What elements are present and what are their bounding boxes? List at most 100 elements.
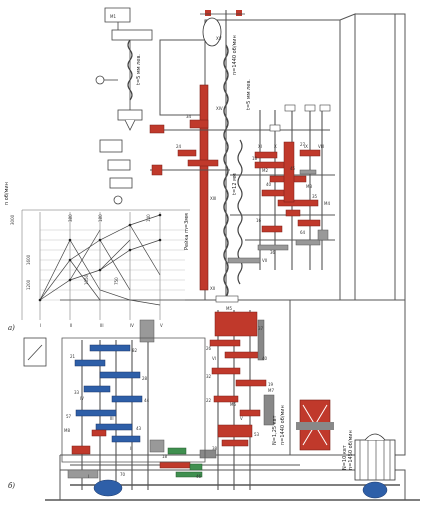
- figure-label-a: а): [8, 324, 15, 332]
- lead-screw-1: [223, 44, 229, 298]
- gear-number: 40: [262, 356, 268, 361]
- clutch-label-2: M2: [262, 168, 268, 173]
- vertical-rack: [199, 84, 209, 291]
- speed-chart-grid: [21, 209, 190, 320]
- graph-roman-4: IV: [130, 323, 134, 328]
- gear-number: 18: [252, 156, 258, 161]
- gear-number: 46: [196, 474, 202, 479]
- handwheel-top: [104, 7, 131, 30]
- label-main-motor-speed: n=1450 об/мин: [348, 430, 354, 470]
- clutch-label-6: M6: [230, 402, 236, 407]
- graph-tick-3: 180: [98, 214, 103, 222]
- speed-gearbox-left-gray: [67, 319, 165, 479]
- spindle-gears: [149, 124, 197, 176]
- label-main-motor-power: N=10 квт: [342, 445, 348, 470]
- gear-number: 34: [186, 114, 192, 119]
- pulley-left: [93, 479, 123, 497]
- gear-number: 24: [176, 144, 182, 149]
- gear-number: 64: [300, 230, 306, 235]
- pulley-right: [362, 481, 388, 499]
- shaft-label-6: X: [274, 144, 277, 149]
- gear-number: 22: [206, 398, 212, 403]
- gear-number: 82: [132, 348, 138, 353]
- gear-number: 53: [254, 432, 260, 437]
- speed-chart-hatching: [40, 229, 185, 301]
- graph-tick-7: 750: [114, 277, 119, 285]
- shaft-label-14: II: [130, 446, 132, 451]
- clutch-label-3: M3: [306, 184, 312, 189]
- lower-speed-gearbox: [209, 311, 267, 447]
- gear-number: 37: [258, 326, 264, 331]
- shaft-label-2: XIV: [216, 106, 223, 111]
- label-rack: Рейка m=3мм: [183, 213, 190, 250]
- gear-number: 43: [136, 426, 142, 431]
- label-feed-motor-power: N=1,25 квт: [272, 415, 278, 445]
- shaft-label-9: VII: [262, 258, 267, 263]
- shaft-label-5: XI: [258, 144, 262, 149]
- shaft-label-3: XIII: [210, 196, 216, 201]
- graph-roman-1: I: [40, 323, 41, 328]
- shaft-label-12: IV: [80, 396, 84, 401]
- speed-gearbox-left: [74, 344, 143, 443]
- graph-tick-5: 1200: [26, 279, 31, 290]
- graph-tick-6: 1050: [84, 274, 89, 285]
- gear-number-group: 27 18 45 40 35 16 64 36 34 24 37 26 40 3…: [66, 114, 318, 479]
- shaft-label-15: I: [88, 474, 89, 479]
- gear-number: 27: [300, 142, 306, 147]
- clutch-label-4: M4: [324, 201, 330, 206]
- gear-number: 28: [142, 376, 148, 381]
- speed-gearbox-frame: [61, 337, 206, 463]
- shaft-label-10: VI: [212, 356, 216, 361]
- gear-number: 44: [144, 398, 150, 403]
- gear-number: 16: [256, 218, 262, 223]
- gear-number: 45: [290, 166, 296, 171]
- graph-tick-8: 140: [146, 214, 151, 222]
- figure-label-b: б): [8, 482, 15, 490]
- rack-and-screws: [127, 30, 243, 298]
- upper-feed-gearbox: [187, 119, 321, 233]
- gear-number: 70: [120, 472, 126, 477]
- gear-number: 57: [66, 414, 72, 419]
- shaft-label-11: V: [240, 416, 243, 421]
- clutch-label-1: M1: [110, 14, 116, 19]
- gear-number: 19: [268, 382, 274, 387]
- graph-tick-1: 3000: [10, 214, 15, 225]
- top-motor: [200, 10, 245, 47]
- gear-number: 38: [212, 446, 218, 451]
- label-feed-motor-speed: n=1440 об/мин: [280, 405, 286, 445]
- gear-number: 21: [70, 354, 76, 359]
- shaft-label-13: III: [110, 416, 114, 421]
- speed-chart-points: [38, 213, 162, 302]
- graph-roman-5: V: [160, 323, 163, 328]
- gear-number: 33: [74, 390, 80, 395]
- label-rapid-side: t=5 мм лев.: [246, 79, 252, 110]
- spindle-head: [95, 29, 153, 205]
- upper-feed-gearbox-gray: [227, 169, 329, 264]
- graph-tick-2: 380: [68, 214, 73, 222]
- feed-motor: [296, 399, 334, 451]
- shaft-label-8: VIII: [318, 144, 324, 149]
- lower-gearbox-gray: [199, 319, 275, 459]
- graph-roman-2: II: [70, 323, 72, 328]
- graph-roman-3: III: [100, 323, 104, 328]
- clutch-label-8: M8: [64, 428, 70, 433]
- label-feed-mid: t=12 мм: [232, 173, 238, 195]
- bearings-upper: [215, 104, 331, 303]
- gear-number: 35: [312, 194, 318, 199]
- gear-number: 40: [266, 182, 272, 187]
- shaft-label-4: XII: [210, 286, 215, 291]
- shaft-label-7: IX: [304, 144, 308, 149]
- horizontal-shafts: [70, 129, 400, 486]
- gear-number: 26: [206, 346, 212, 351]
- main-motor: [354, 433, 396, 481]
- speed-gearbox-left-green: [167, 447, 203, 478]
- graph-tick-4: 1600: [26, 254, 31, 265]
- clutch-label-7: M7: [268, 388, 274, 393]
- label-spindle-screw: t=5 мм лев.: [136, 54, 142, 85]
- clutch-label-5: M5: [226, 306, 232, 311]
- gear-number: 32: [206, 374, 212, 379]
- label-rapid-top: n=1440 об/мин: [232, 35, 238, 75]
- label-graph-axis: n об/мин: [4, 182, 10, 205]
- gear-number: 36: [270, 250, 276, 255]
- shaft-label-1: XV: [216, 36, 222, 41]
